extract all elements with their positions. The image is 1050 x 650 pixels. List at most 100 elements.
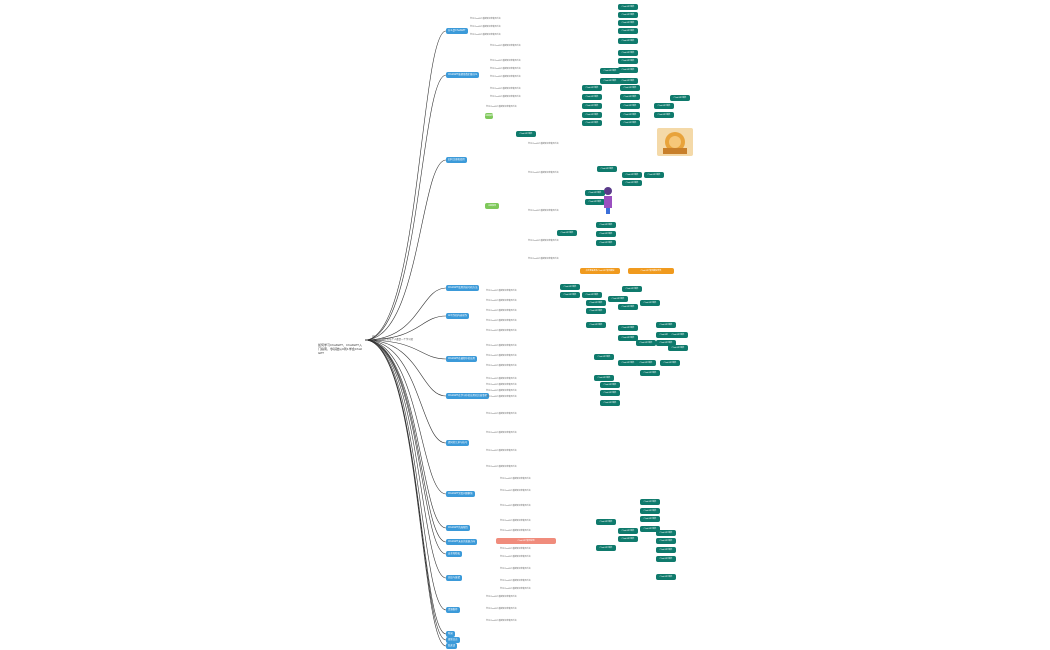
plugin-tag[interactable]: ChatGPT插件 [618, 4, 638, 10]
plugin-tag[interactable]: ChatGPT插件 [600, 390, 620, 396]
plugin-tag[interactable]: ChatGPT插件 [618, 20, 638, 26]
plugin-tag[interactable]: ChatGPT插件 [656, 547, 676, 553]
plugin-tag[interactable]: ChatGPT插件 [640, 516, 660, 522]
plugin-tag[interactable]: ChatGPT插件 [557, 230, 577, 236]
plugin-tag[interactable]: ChatGPT插件 [618, 78, 638, 84]
plugin-tag[interactable]: ChatGPT插件 [608, 296, 628, 302]
plugin-tag[interactable]: ChatGPT插件 [618, 50, 638, 56]
plugin-tag[interactable]: ChatGPT插件 [618, 67, 638, 73]
orange-tag-1[interactable]: 点击查看更多ChatGPT使用教程 [580, 268, 620, 274]
plugin-tag[interactable]: ChatGPT插件 [670, 95, 690, 101]
plugin-tag[interactable]: ChatGPT插件 [560, 292, 580, 298]
plugin-tag[interactable]: ChatGPT插件 [582, 94, 602, 100]
plugin-tag[interactable]: ChatGPT插件 [618, 325, 638, 331]
plugin-tag[interactable]: ChatGPT插件 [596, 222, 616, 228]
plugin-tag[interactable]: ChatGPT插件 [668, 332, 688, 338]
plugin-tag[interactable]: ChatGPT插件 [594, 354, 614, 360]
plugin-tag[interactable]: ChatGPT插件 [596, 240, 616, 246]
plugin-tag[interactable]: ChatGPT插件 [640, 370, 660, 376]
green-tag[interactable]: 注意事项 [485, 113, 494, 119]
plugin-tag[interactable]: ChatGPT插件 [582, 292, 602, 298]
category-5[interactable]: ChatGPT在编程中的应用 [446, 356, 478, 362]
category-1[interactable]: ChatGPT能帮助我们做什么 [446, 72, 480, 78]
leaf-text: 学习ChatGPT基础知识和使用方法 [486, 450, 517, 452]
plugin-tag[interactable]: ChatGPT插件 [618, 38, 638, 44]
leaf-text: 学习ChatGPT基础知识和使用方法 [500, 490, 531, 492]
plugin-tag[interactable]: ChatGPT插件 [656, 340, 676, 346]
category-15[interactable]: 更新日志 [446, 637, 460, 643]
category-3[interactable]: ChatGPT使用的技巧和方法 [446, 285, 480, 291]
plugin-tag[interactable]: ChatGPT插件 [600, 68, 620, 74]
plugin-tag[interactable]: ChatGPT插件 [640, 300, 660, 306]
category-8[interactable]: ChatGPT常见问题解答 [446, 491, 475, 497]
plugin-tag[interactable]: ChatGPT插件 [597, 166, 617, 172]
plugin-tag[interactable]: ChatGPT插件 [618, 528, 638, 534]
plugin-tag[interactable]: ChatGPT插件 [640, 499, 660, 505]
plugin-tag[interactable]: ChatGPT插件 [620, 103, 640, 109]
plugin-tag[interactable]: ChatGPT插件 [618, 12, 638, 18]
plugin-tag[interactable]: ChatGPT插件 [516, 131, 536, 137]
category-9[interactable]: ChatGPT的局限性 [446, 525, 470, 531]
plugin-tag[interactable]: ChatGPT插件 [656, 332, 676, 338]
plugin-tag[interactable]: ChatGPT插件 [622, 286, 642, 292]
plugin-tag[interactable]: ChatGPT插件 [582, 85, 602, 91]
category-11[interactable]: 安全和隐私 [446, 551, 462, 557]
plugin-tag[interactable]: ChatGPT插件 [668, 345, 688, 351]
plugin-tag[interactable]: ChatGPT插件 [585, 199, 605, 205]
category-14[interactable]: 附录 [446, 631, 455, 637]
plugin-tag[interactable]: ChatGPT插件 [560, 284, 580, 290]
plugin-tag[interactable]: ChatGPT插件 [656, 574, 676, 580]
plugin-tag[interactable]: ChatGPT插件 [636, 340, 656, 346]
category-13[interactable]: 资源推荐 [446, 607, 460, 613]
root-topic[interactable]: 如何学习ChatGPT，ChatGPT入门指南，零基础从0到1学会Chat GP… [318, 343, 362, 355]
category-2[interactable]: 如何注册和使用 [446, 157, 467, 163]
plugin-tag[interactable]: ChatGPT插件 [618, 536, 638, 542]
category-0[interactable]: 什么是ChatGPT [446, 28, 468, 34]
plugin-tag[interactable]: ChatGPT插件 [620, 112, 640, 118]
plugin-tag[interactable]: ChatGPT插件 [582, 120, 602, 126]
plugin-tag[interactable]: ChatGPT插件 [586, 300, 606, 306]
plugin-tag[interactable]: ChatGPT插件 [640, 508, 660, 514]
plugin-tag[interactable]: ChatGPT插件 [636, 360, 656, 366]
category-10[interactable]: ChatGPT未来的发展方向 [446, 539, 478, 545]
plugin-tag[interactable]: ChatGPT插件 [618, 360, 638, 366]
category-4[interactable]: AI写作和内容创作 [446, 313, 470, 319]
plugin-tag[interactable]: ChatGPT插件 [654, 112, 674, 118]
plugin-tag[interactable]: ChatGPT插件 [660, 360, 680, 366]
category-16[interactable]: 结束语 [446, 643, 458, 649]
plugin-tag[interactable]: ChatGPT插件 [600, 78, 620, 84]
plugin-tag[interactable]: ChatGPT插件 [600, 382, 620, 388]
plugin-tag[interactable]: ChatGPT插件 [622, 180, 642, 186]
plugin-tag[interactable]: ChatGPT插件 [654, 103, 674, 109]
plugin-tag[interactable]: ChatGPT插件 [656, 556, 676, 562]
plugin-tag[interactable]: ChatGPT插件 [620, 120, 640, 126]
plugin-tag[interactable]: ChatGPT插件 [582, 103, 602, 109]
plugin-tag[interactable]: ChatGPT插件 [618, 58, 638, 64]
plugin-tag[interactable]: ChatGPT插件 [656, 322, 676, 328]
plugin-tag[interactable]: ChatGPT插件 [596, 519, 616, 525]
green-tag-2[interactable]: 注意事项 [485, 203, 499, 209]
category-7[interactable]: 提问的艺术与技巧 [446, 440, 470, 446]
plugin-tag[interactable]: ChatGPT插件 [586, 308, 606, 314]
pink-tag[interactable]: ChatGPT使用说明 [496, 538, 556, 544]
plugin-tag[interactable]: ChatGPT插件 [622, 172, 642, 178]
plugin-tag[interactable]: ChatGPT插件 [618, 28, 638, 34]
category-6[interactable]: ChatGPT在学习中的应用和注意事项 [446, 393, 490, 399]
plugin-tag[interactable]: ChatGPT插件 [640, 526, 660, 532]
plugin-tag[interactable]: ChatGPT插件 [618, 304, 638, 310]
orange-tag-2[interactable]: ChatGPT使用教程合集 [628, 268, 674, 274]
plugin-tag[interactable]: ChatGPT插件 [644, 172, 664, 178]
plugin-tag[interactable]: ChatGPT插件 [585, 190, 605, 196]
plugin-tag[interactable]: ChatGPT插件 [596, 231, 616, 237]
plugin-tag[interactable]: ChatGPT插件 [582, 112, 602, 118]
plugin-tag[interactable]: ChatGPT插件 [594, 375, 614, 381]
plugin-tag[interactable]: ChatGPT插件 [600, 400, 620, 406]
plugin-tag[interactable]: ChatGPT插件 [656, 538, 676, 544]
plugin-tag[interactable]: ChatGPT插件 [620, 94, 640, 100]
plugin-tag[interactable]: ChatGPT插件 [620, 85, 640, 91]
plugin-tag[interactable]: ChatGPT插件 [596, 545, 616, 551]
plugin-tag[interactable]: ChatGPT插件 [618, 335, 638, 341]
plugin-tag[interactable]: ChatGPT插件 [656, 530, 676, 536]
plugin-tag[interactable]: ChatGPT插件 [586, 322, 606, 328]
category-12[interactable]: 总结与展望 [446, 575, 462, 581]
